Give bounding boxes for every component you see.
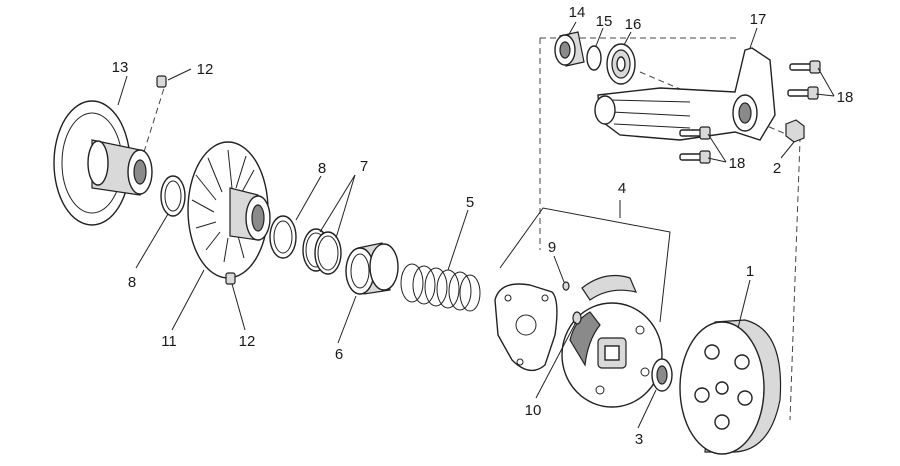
callout-13: 13 <box>112 59 129 76</box>
part-1-clutch-bell <box>679 319 782 455</box>
callout-6: 6 <box>335 346 343 363</box>
callout-18-left: 18 <box>729 155 746 172</box>
callout-16: 16 <box>625 16 642 33</box>
part-17-bracket <box>594 47 776 141</box>
callout-11: 11 <box>161 333 177 350</box>
callout-4: 4 <box>618 180 626 197</box>
pulley-ribs <box>191 149 255 263</box>
part-7-ring-pair <box>302 228 342 275</box>
part-11-movable-pulley <box>187 141 271 279</box>
callout-17: 17 <box>750 11 767 28</box>
part-16-bearing <box>606 43 636 85</box>
part-8-ring-right <box>269 215 297 259</box>
part-10-clip <box>572 311 582 325</box>
callout-15: 15 <box>596 13 613 30</box>
callout-10: 10 <box>525 402 542 419</box>
part-6-sleeve <box>345 242 399 295</box>
callout-8-right: 8 <box>318 160 326 177</box>
part-2-nut <box>785 119 805 143</box>
callout-7: 7 <box>360 158 368 175</box>
callout-8-left: 8 <box>128 274 136 291</box>
part-18-bolts-left <box>679 126 711 164</box>
part-12-slider-top <box>156 75 167 88</box>
clutch-shoe <box>581 275 638 301</box>
callout-3: 3 <box>635 431 643 448</box>
callout-1: 1 <box>746 263 754 280</box>
callout-9: 9 <box>548 239 556 256</box>
part-14-bushing <box>554 31 585 67</box>
part-12-slider-bottom <box>225 272 236 285</box>
part-8-ring-left <box>160 175 186 217</box>
callout-5: 5 <box>466 194 474 211</box>
callout-12-top: 12 <box>197 61 214 78</box>
callout-14: 14 <box>569 4 586 21</box>
part-5-spring <box>400 263 481 312</box>
part-4-clutch-bracket <box>499 200 671 323</box>
part-18-bolts-right <box>787 60 821 100</box>
part-3-washer <box>651 358 673 392</box>
callout-labels: 13 12 8 11 12 8 7 6 5 4 9 10 3 1 14 15 1… <box>112 4 854 448</box>
callout-2: 2 <box>773 160 781 177</box>
callout-12-bottom: 12 <box>239 333 256 350</box>
callout-18-right: 18 <box>837 89 854 106</box>
leader-lines <box>117 21 835 429</box>
part-9-pin <box>562 281 570 291</box>
part-15-o-ring <box>586 45 602 71</box>
part-13-fixed-pulley <box>53 100 153 226</box>
part-4-backing-plate <box>494 283 558 372</box>
clutch-assembly <box>561 302 663 408</box>
